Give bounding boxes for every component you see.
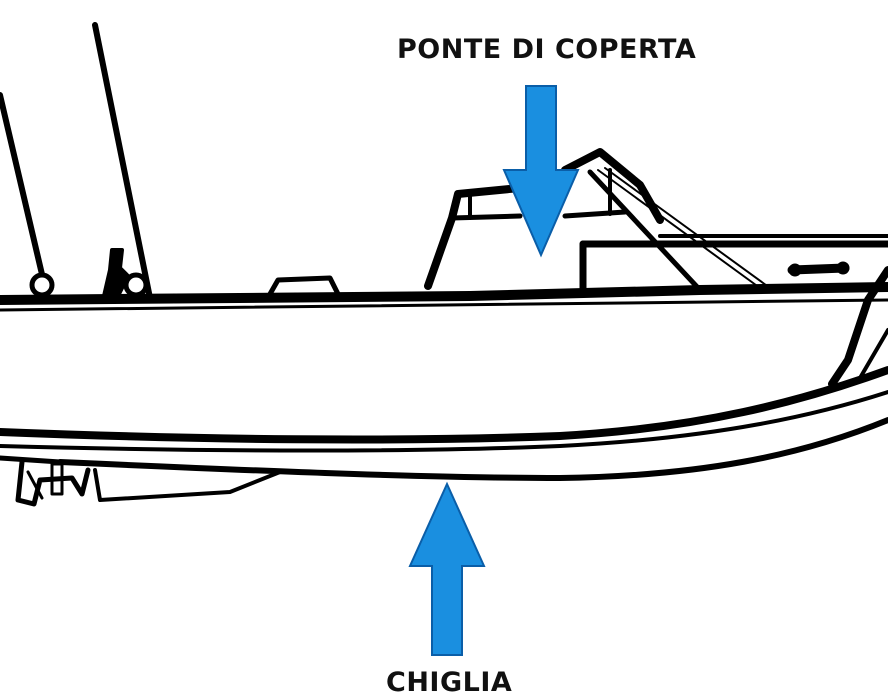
arrow-down-icon xyxy=(502,85,580,258)
hull-outline xyxy=(0,266,888,502)
outboard-motor xyxy=(15,459,91,507)
deck-label: PONTE DI COPERTA xyxy=(397,34,697,65)
deck-outline xyxy=(0,261,888,312)
arrow-up-icon xyxy=(408,481,486,656)
fishing-rods xyxy=(0,22,153,303)
keel-label: CHIGLIA xyxy=(386,667,513,698)
console-structure xyxy=(424,148,888,294)
